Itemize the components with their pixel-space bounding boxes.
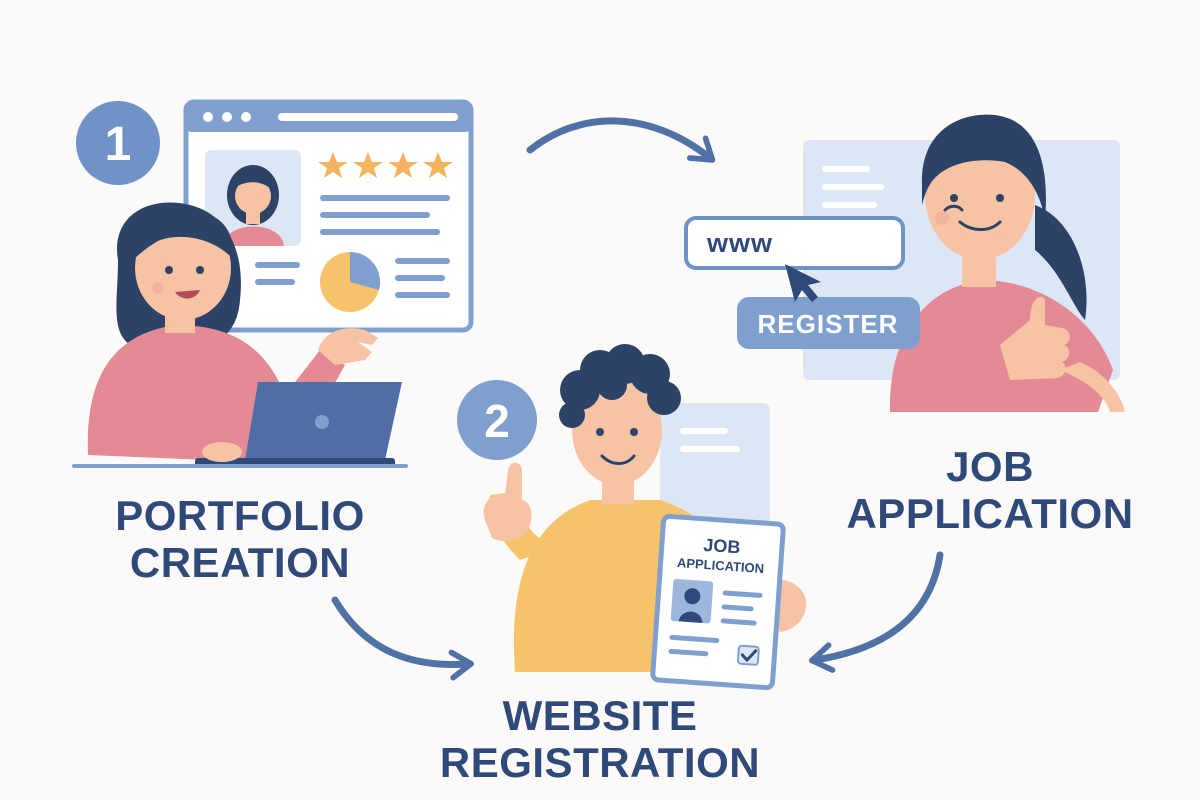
step-one-number: 1 [105, 118, 132, 171]
checkbox-icon [736, 644, 760, 666]
cursor-icon [785, 264, 821, 302]
register-button-label: REGISTER [758, 309, 899, 339]
cycle-arrow-icon [331, 596, 474, 681]
step-two-number: 2 [484, 395, 510, 447]
star-icon [318, 152, 453, 178]
register-button[interactable]: REGISTER [737, 297, 920, 349]
background-document [660, 403, 770, 533]
step-one-badge: 1 [76, 101, 160, 185]
website-registration-caption: WEBSITE REGISTRATION [430, 692, 770, 786]
url-input-field[interactable]: www [684, 216, 905, 270]
cycle-arrow-icon [526, 117, 716, 163]
url-text: www [706, 228, 773, 258]
job-application-caption: JOB APPLICATION [830, 443, 1150, 537]
step-two-badge: 2 [457, 380, 537, 460]
caption-line: REGISTRATION [439, 739, 761, 787]
caption-line: PORTFOLIO [115, 492, 365, 539]
document-title-line1: JOB [703, 535, 741, 558]
browser-window-icon [183, 99, 474, 333]
caption-line: APPLICATION [846, 490, 1134, 538]
document-title-line2: APPLICATION [677, 555, 765, 576]
caption-line: CREATION [129, 539, 351, 587]
caption-line: JOB [946, 443, 1034, 490]
job-woman-figure [889, 114, 1125, 412]
job-application-document: JOB APPLICATION [650, 513, 786, 691]
caption-line: WEBSITE [502, 692, 698, 739]
portfolio-creation-caption: PORTFOLIO CREATION [80, 492, 400, 586]
pie-chart-icon [320, 251, 381, 312]
portfolio-woman-figure [72, 202, 408, 468]
cycle-arrow-icon [809, 551, 944, 673]
